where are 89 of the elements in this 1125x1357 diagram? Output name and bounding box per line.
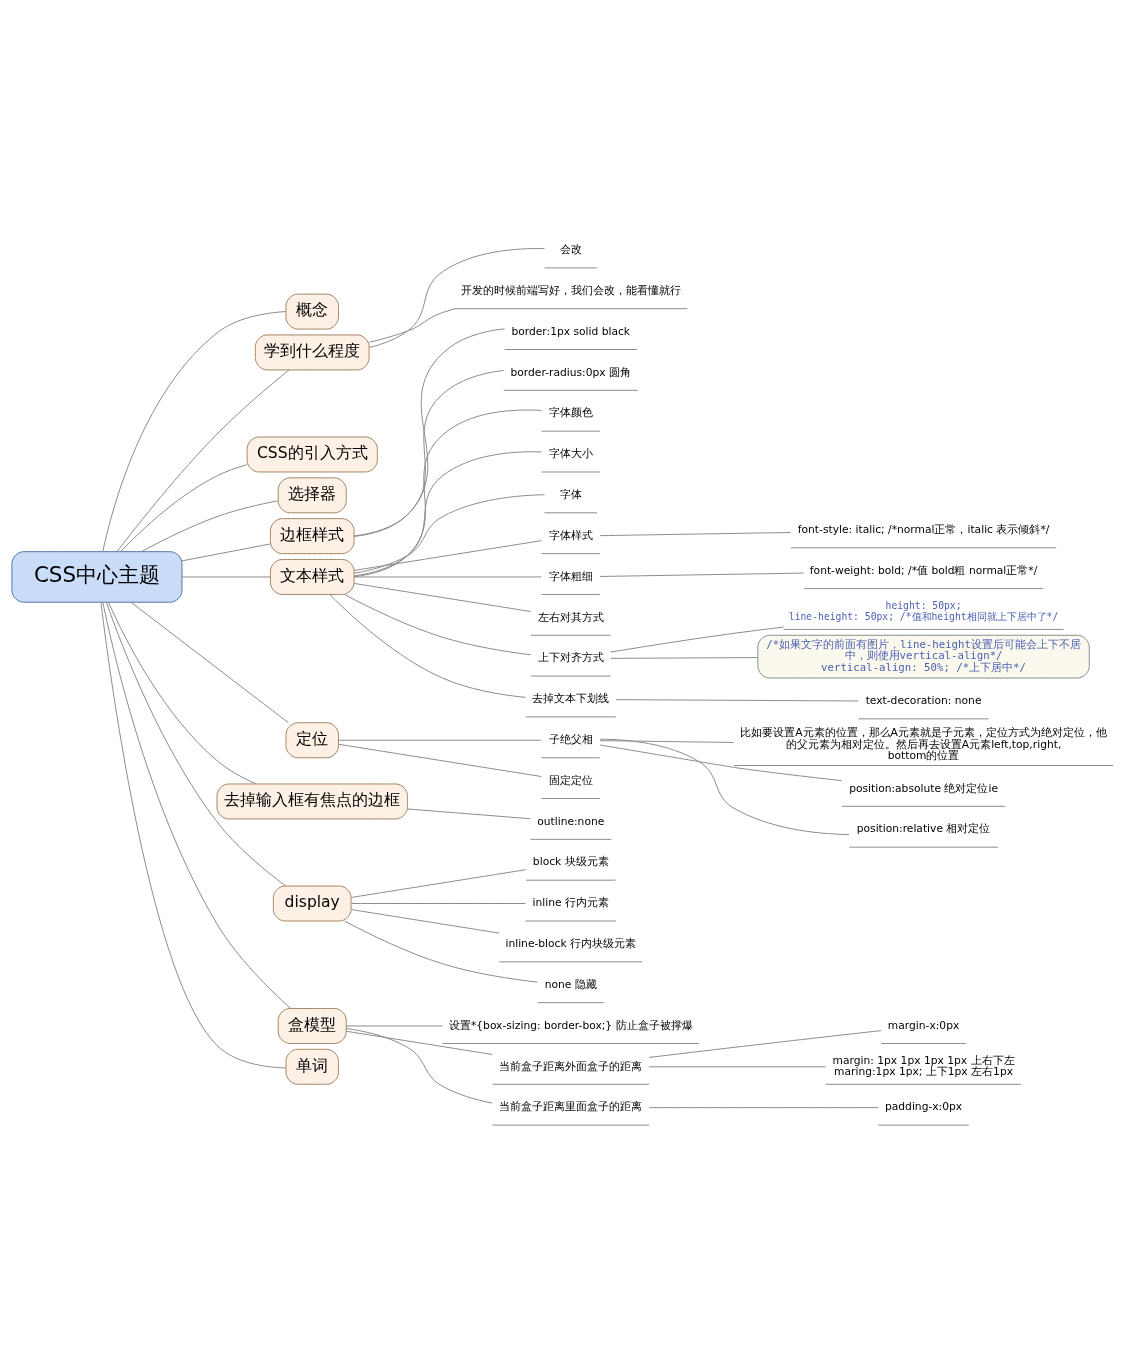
node-text: outline:none bbox=[537, 814, 605, 828]
connector bbox=[648, 1106, 879, 1108]
node-box: 学到什么程度 bbox=[254, 333, 370, 370]
node-text: inline 行内元素 bbox=[532, 895, 609, 909]
connector bbox=[407, 808, 531, 819]
node-text: 字体粗细 bbox=[548, 569, 593, 583]
node-text: 字体大小 bbox=[548, 446, 593, 460]
node-text: border:1px solid black bbox=[511, 324, 631, 338]
connector bbox=[350, 902, 526, 904]
connector bbox=[599, 738, 850, 835]
node-text: margin: 1px 1px 1px 1px 上右下左 maring:1px 1px; 上下1px 左右1px bbox=[832, 1053, 1015, 1078]
connector bbox=[610, 626, 784, 653]
connector bbox=[615, 698, 859, 701]
node-box: CSS中心主题 bbox=[11, 550, 183, 603]
connector bbox=[102, 310, 287, 552]
node-box: 去掉输入框有焦点的边框 bbox=[216, 783, 408, 819]
node-text: 左右对其方式 bbox=[537, 609, 604, 623]
node-text: 字体样式 bbox=[548, 528, 593, 542]
connector bbox=[108, 601, 257, 784]
connector bbox=[353, 369, 505, 536]
node-text: padding-x:0px bbox=[885, 1099, 963, 1113]
connector bbox=[338, 739, 542, 741]
node-box: display bbox=[272, 885, 352, 921]
connector bbox=[350, 868, 527, 898]
connector bbox=[353, 575, 542, 577]
connector bbox=[599, 572, 805, 577]
connector bbox=[610, 656, 759, 659]
node-text: margin-x:0px bbox=[887, 1018, 960, 1032]
node-box: 单词 bbox=[285, 1048, 339, 1085]
node-text: position:absolute 绝对定位ie bbox=[849, 781, 998, 795]
node-box: CSS的引入方式 bbox=[246, 436, 378, 472]
connector bbox=[353, 409, 543, 577]
node-box: 概念 bbox=[285, 293, 339, 330]
connector bbox=[599, 739, 735, 743]
connector bbox=[648, 1029, 882, 1058]
node-text: 上下对齐方式 bbox=[537, 650, 604, 664]
connector bbox=[344, 593, 532, 655]
connector bbox=[329, 593, 526, 698]
connector bbox=[353, 493, 545, 574]
node-text: inline-block 行内块级元素 bbox=[505, 936, 637, 950]
connector bbox=[368, 247, 545, 348]
node-text: 子绝父相 bbox=[548, 732, 593, 746]
connector bbox=[648, 1065, 827, 1067]
connector bbox=[181, 575, 271, 577]
node-text: 开发的时候前端写好，我们会改，能看懂就行 bbox=[460, 283, 681, 297]
node-text: font-style: italic; /*normal正常，italic 表示倾斜*/ bbox=[797, 522, 1050, 536]
connector bbox=[353, 539, 542, 571]
node-box: /*如果文字的前面有图片，line-height设置后可能会上下不居中，则使用vertical-align*/ vertical-align: 50%; /*上下居中*/ bbox=[757, 634, 1090, 678]
node-text: block 块级元素 bbox=[532, 854, 609, 868]
connector bbox=[346, 1030, 493, 1055]
connector bbox=[599, 531, 792, 536]
node-box: 定位 bbox=[285, 721, 339, 758]
node-text: position:relative 相对定位 bbox=[856, 821, 991, 835]
connector bbox=[350, 908, 500, 934]
connector bbox=[130, 601, 289, 723]
connector bbox=[105, 601, 286, 886]
connector bbox=[346, 1025, 443, 1026]
node-box: 选择器 bbox=[277, 476, 347, 513]
connector bbox=[140, 499, 279, 552]
connector bbox=[100, 601, 287, 1068]
node-text: border-radius:0px 圆角 bbox=[510, 365, 631, 379]
node-text: 字体颜色 bbox=[548, 405, 593, 419]
connector bbox=[116, 369, 290, 552]
connector bbox=[368, 307, 456, 343]
connector bbox=[120, 463, 248, 552]
node-text: font-weight: bold; /*值 bold粗 normal正常*/ bbox=[809, 563, 1038, 577]
node-text: none 隐藏 bbox=[544, 977, 597, 991]
connector bbox=[344, 920, 539, 983]
node-box: 盒模型 bbox=[277, 1007, 347, 1044]
node-text: 比如要设置A元素的位置，那么A元素就是子元素，定位方式为绝对定位，他的父元素为相对定位。然后再去设置A元素left,top,right,bottom的位置 bbox=[740, 725, 1107, 762]
connector bbox=[181, 543, 271, 561]
connector bbox=[338, 743, 542, 777]
node-box: 文本样式 bbox=[269, 558, 355, 595]
node-text: 当前盒子距离外面盒子的距离 bbox=[499, 1059, 643, 1073]
node-text: 设置*{box-sizing: border-box;} 防止盒子被撑爆 bbox=[448, 1018, 693, 1032]
node-text: 会改 bbox=[559, 242, 582, 256]
node-text: text-decoration: none bbox=[865, 693, 982, 707]
connector bbox=[102, 601, 292, 1009]
connector bbox=[353, 582, 532, 612]
node-box: 边框样式 bbox=[269, 517, 355, 554]
connector bbox=[353, 327, 506, 537]
node-text: 当前盒子距离里面盒子的距离 bbox=[499, 1099, 643, 1113]
node-text: height: 50px; line-height: 50px; /*值和height相同就上下居中了*/ bbox=[788, 599, 1059, 622]
connector bbox=[599, 744, 843, 781]
connector bbox=[345, 1027, 493, 1104]
node-text: 去掉文本下划线 bbox=[532, 691, 610, 705]
node-text: 固定定位 bbox=[548, 773, 593, 787]
connector bbox=[353, 450, 542, 576]
node-text: 字体 bbox=[559, 487, 582, 501]
